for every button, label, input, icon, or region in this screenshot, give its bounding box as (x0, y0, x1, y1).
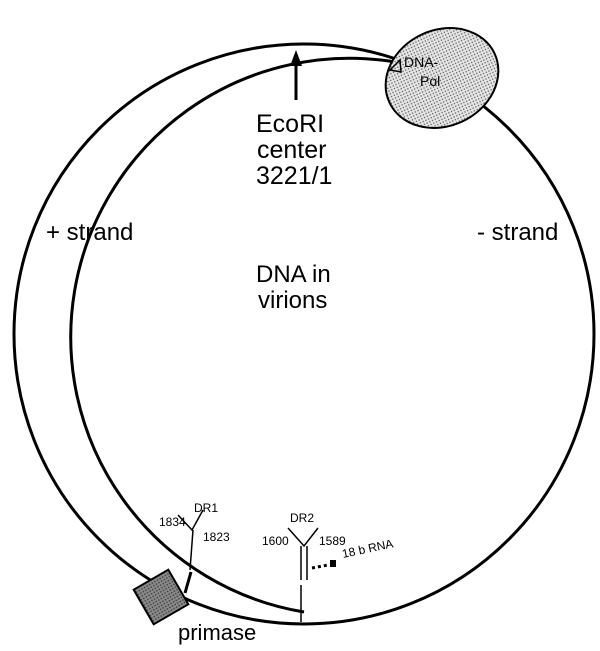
dna-pol-ellipse (384, 27, 500, 129)
dr1-label: DR1 (194, 501, 218, 515)
ecori-arrow-head (290, 50, 302, 66)
center-label-line1: DNA in (256, 261, 331, 288)
rna-block (330, 560, 336, 567)
dr2-left-coord: 1600 (262, 534, 289, 548)
rna-label: 18 b RNA (341, 536, 395, 561)
dr1-tick-outer (183, 571, 193, 594)
center-label-line2: virions (258, 287, 327, 314)
dr2-fork (287, 527, 319, 548)
dr1-right-coord: 1823 (203, 530, 230, 544)
minus-strand-circle (12, 42, 596, 626)
rna-dots (311, 563, 329, 570)
ecori-label-line3: 3221/1 (256, 162, 332, 190)
dr2-label: DR2 (290, 511, 314, 525)
dr1-left-coord: 1834 (159, 515, 186, 529)
plus-strand-label: + strand (46, 219, 133, 246)
dna-pol-triangle (388, 58, 402, 73)
dr1-stem (189, 529, 194, 571)
dna-pol-label-line1: DNA- (404, 54, 439, 70)
dr1-fork (177, 509, 204, 532)
plus-strand-arc (69, 56, 396, 614)
primase-square (132, 568, 190, 626)
primase-label: primase (178, 620, 256, 645)
dr2-right-coord: 1589 (319, 534, 346, 548)
ecori-label-line2: center (257, 136, 326, 164)
minus-strand-label: - strand (477, 219, 558, 246)
ecori-label-line1: EcoRI (256, 110, 324, 138)
dna-pol-label-line2: Pol (420, 73, 440, 89)
